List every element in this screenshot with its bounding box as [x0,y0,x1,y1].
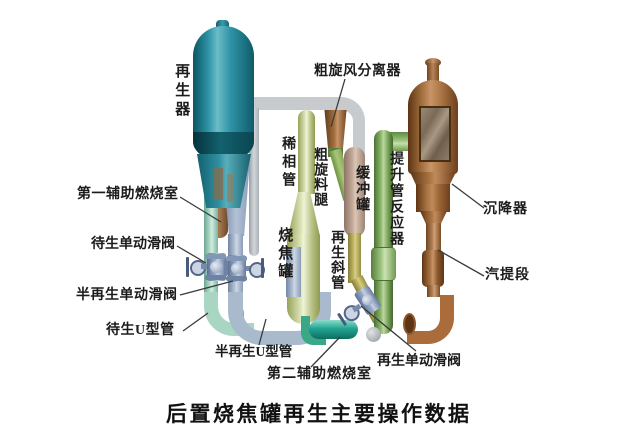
valve-bonnet [231,263,243,274]
valve-bonnet [210,261,223,273]
riser-coupling [371,247,396,281]
valve-flange [226,276,247,281]
disengager-taper-upper [410,172,456,185]
leader-spent-u-pipe [182,312,209,332]
stripper-neck [427,285,440,297]
regenerator-internals-streak [214,168,223,200]
label-spent-u-pipe: 待生U型管 [106,323,175,338]
valve-stem [201,264,208,269]
valve-flange [205,275,226,280]
label-regen-inclined-pipe: 再生斜管 [329,230,345,290]
leader-stripping-section [437,249,485,277]
valve-flange [205,254,226,259]
label-cyclone-dipleg: 粗旋料腿 [312,147,328,207]
stripper-outlet-opening [403,313,416,335]
semi-regen-slide-valve [224,255,265,282]
riser-reactor-pipe [374,130,393,334]
label-coke-burner: 烧焦罐 [276,227,293,281]
valve-flange [226,256,247,261]
riser-drain-ball [366,327,381,342]
label-buffer-tank: 缓冲罐 [354,165,370,213]
label-first-aux-chamber: 第一辅助燃烧室 [77,187,179,202]
disengager-nozzle-cap [425,58,441,67]
spent-slide-valve [186,253,227,281]
dilute-phase-pipe [298,110,315,194]
label-stripping-section: 汽提段 [485,268,530,283]
valve-end-bar [186,257,189,277]
valve-flange [224,260,228,276]
flue-gas-drop-pipe [249,108,259,256]
semi-regen-u-pipe-riser-arm [286,247,301,297]
label-regen-valve: 再生单动滑阀 [377,354,461,369]
label-disengager: 沉降器 [483,202,528,217]
disengager-mid-cylinder [416,184,450,212]
diagram-title: 后置烧焦罐再生主要操作数据 [166,402,472,426]
label-semi-regen-u-pipe: 半再生U型管 [215,344,293,359]
regen-inclined-pipe-straight [348,233,361,283]
buffer-tank [344,147,365,237]
label-second-aux-chamber: 第二辅助燃烧室 [267,367,372,382]
label-dilute-phase-pipe: 稀相管 [280,136,296,190]
stripper-coupling [422,250,444,287]
regenerator-bottom-head [193,132,254,158]
disengager-nozzle [427,63,439,85]
disengager-window [419,106,451,162]
label-riser-reactor: 提升管反应器 [388,151,404,247]
leader-disengager [451,183,485,209]
valve-end-bar [261,258,264,278]
regenerator-internals-streak2 [227,174,234,202]
stripper-pipe-upper [426,223,441,252]
label-coarse-cyclone: 粗旋风分离器 [314,64,401,79]
disengager-taper-lower [420,211,447,224]
label-regenerator: 再生器 [173,63,190,120]
label-semi-regen-valve: 半再生单动滑阀 [76,288,178,303]
label-spent-valve: 待生单动滑阀 [91,237,175,252]
